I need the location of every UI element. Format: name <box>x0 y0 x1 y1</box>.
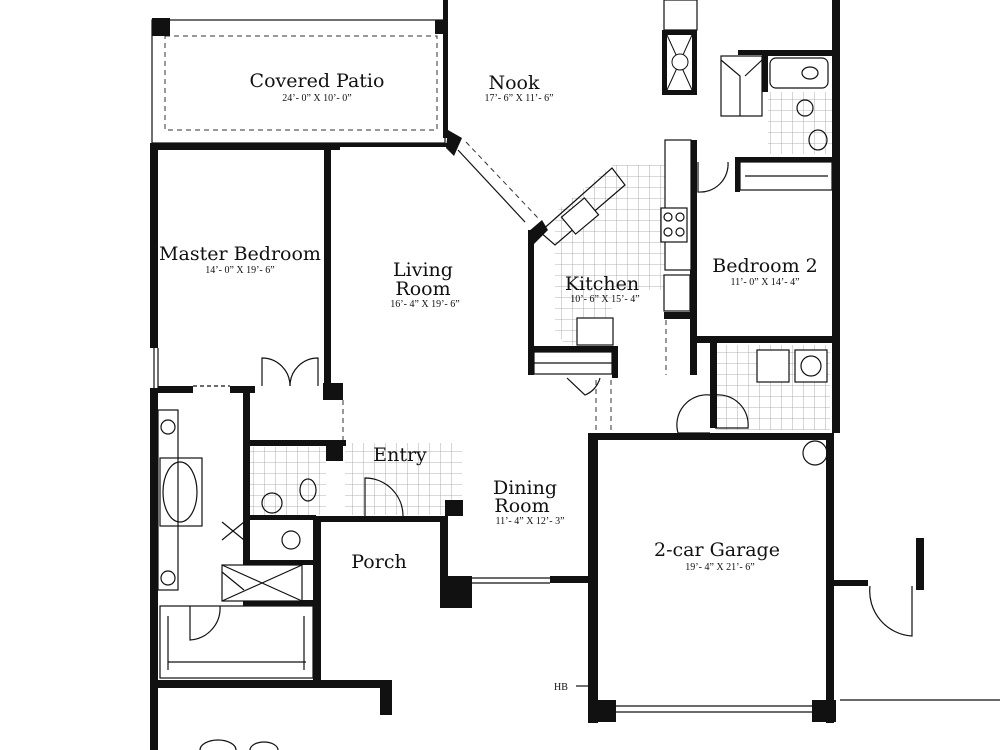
bottom-structures <box>199 699 1000 750</box>
doors <box>189 161 924 641</box>
hose-bib-marker: HB <box>554 682 590 693</box>
living-room-name-1: Living <box>393 259 453 281</box>
windows <box>153 348 812 713</box>
closets <box>159 55 833 679</box>
nook-bay <box>446 130 548 244</box>
dining-room-name-2: Room <box>494 495 549 517</box>
entry-name: Entry <box>373 444 427 466</box>
garage-dims: 19’- 4” X 21’- 6” <box>685 562 754 573</box>
kitchen-name: Kitchen <box>565 273 639 295</box>
master-bedroom-name: Master Bedroom <box>159 243 321 265</box>
master-bath-tile <box>250 447 326 515</box>
master-bedroom-dims: 14’- 0” X 19’- 6” <box>205 265 274 276</box>
porch-name: Porch <box>351 551 406 573</box>
bath-fixtures <box>157 57 829 602</box>
walls <box>150 0 868 750</box>
living-room-name-2: Room <box>395 278 450 300</box>
kitchen-fixtures <box>533 139 692 375</box>
dining-room-name-1: Dining <box>493 477 557 499</box>
nook-name: Nook <box>488 72 540 94</box>
covered-patio-dims: 24’- 0” X 10’- 0” <box>282 93 351 104</box>
nook-dims: 17’- 6” X 11’- 6” <box>484 93 553 104</box>
room-labels: Covered Patio 24’- 0” X 10’- 0” Nook 17’… <box>159 70 818 573</box>
bedroom-2-name: Bedroom 2 <box>712 255 817 277</box>
bedroom-2-dims: 11’- 0” X 14’- 4” <box>730 277 799 288</box>
dining-room-dims: 11’- 4” X 12’- 3” <box>495 516 564 527</box>
hose-bib-label: HB <box>554 682 568 693</box>
dashed-lines <box>342 320 667 440</box>
garage-name: 2-car Garage <box>654 539 780 561</box>
covered-patio-name: Covered Patio <box>250 70 385 92</box>
kitchen-dims: 10’- 6” X 15’- 4” <box>570 294 639 305</box>
living-room-dims: 16’- 4” X 19’- 6” <box>390 299 459 310</box>
